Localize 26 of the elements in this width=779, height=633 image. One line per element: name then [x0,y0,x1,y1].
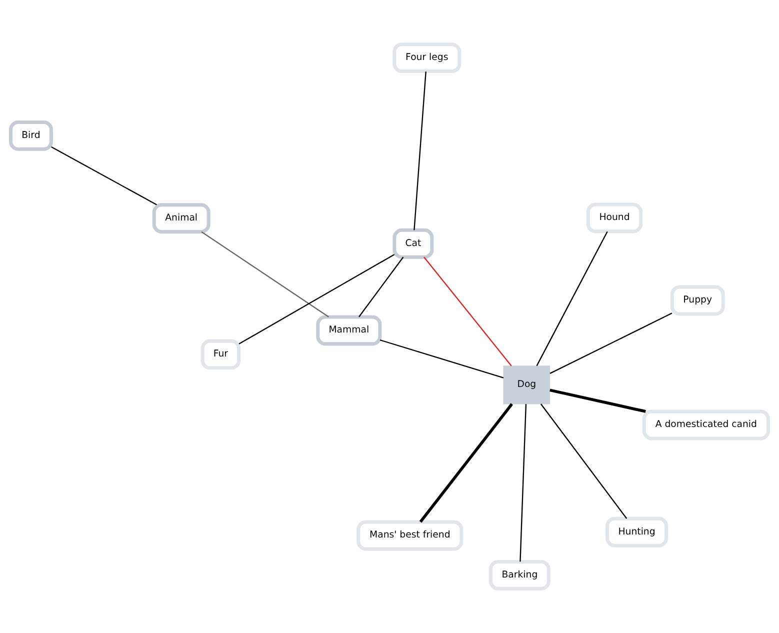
connector [238,254,395,344]
node-box: Four legs [392,42,462,74]
node-box: Cat [392,228,434,259]
node-box: Barking [488,560,550,590]
connector [550,388,646,413]
connector [536,231,608,366]
connector [380,339,504,378]
node-box: Puppy [670,285,725,316]
connector [358,256,404,318]
node-box: Dog [503,366,550,404]
connector [424,256,512,366]
node-box: Bird [9,120,53,151]
connector [419,403,514,523]
node-box: Hunting [605,516,668,548]
connector [550,312,672,374]
connector [414,71,426,230]
node-box: Mans' best friend [356,520,464,551]
node-box: Mammal [316,315,382,346]
node-box: Fur [200,339,241,370]
connector [540,404,628,519]
connector [51,146,157,206]
node-box: Hound [586,202,643,234]
connector [201,231,329,318]
node-box: A domesticated canid [642,410,770,440]
connector [520,404,527,562]
node-box: Animal [152,203,210,234]
